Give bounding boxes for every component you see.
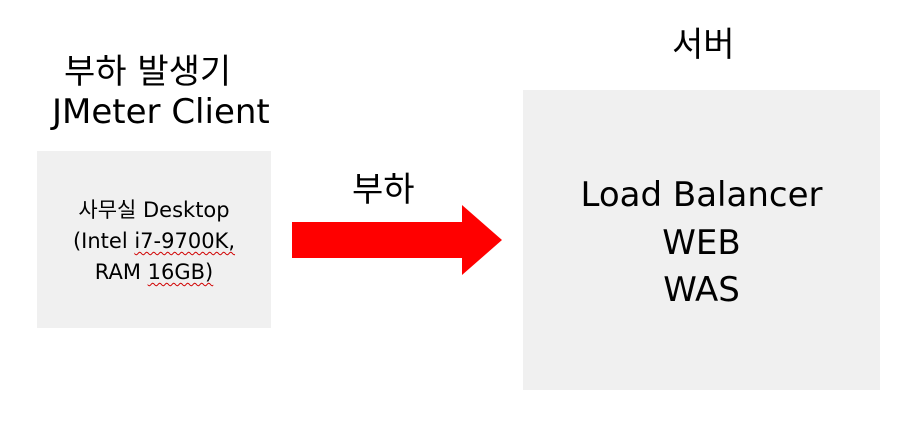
client-desc-line1: 사무실 Desktop <box>37 200 271 221</box>
client-cpu-model: i7-9700K, <box>134 229 236 253</box>
client-cpu-prefix: (Intel <box>72 229 135 253</box>
server-load-balancer-label: Load Balancer <box>580 175 823 215</box>
client-desc-line3: RAM 16GB) <box>37 262 271 283</box>
client-ram-prefix: RAM <box>94 260 148 284</box>
client-location-text: 사무실 Desktop <box>78 198 230 222</box>
server-was-label: WAS <box>663 270 740 310</box>
client-desc-line2: (Intel i7-9700K, <box>37 231 271 252</box>
client-box: 사무실 Desktop (Intel i7-9700K, RAM 16GB) <box>37 151 271 328</box>
load-arrow-shape <box>292 205 502 275</box>
server-box: Load Balancer WEB WAS <box>523 90 880 390</box>
server-title: 서버 <box>672 25 735 65</box>
client-title-line1: 부하 발생기 <box>64 52 232 92</box>
server-web-label: WEB <box>662 223 741 263</box>
client-title-line2: JMeter Client <box>52 92 270 132</box>
arrow-label: 부하 <box>352 170 415 210</box>
client-ram-size: 16GB) <box>147 260 214 284</box>
load-arrow-icon <box>292 205 502 275</box>
